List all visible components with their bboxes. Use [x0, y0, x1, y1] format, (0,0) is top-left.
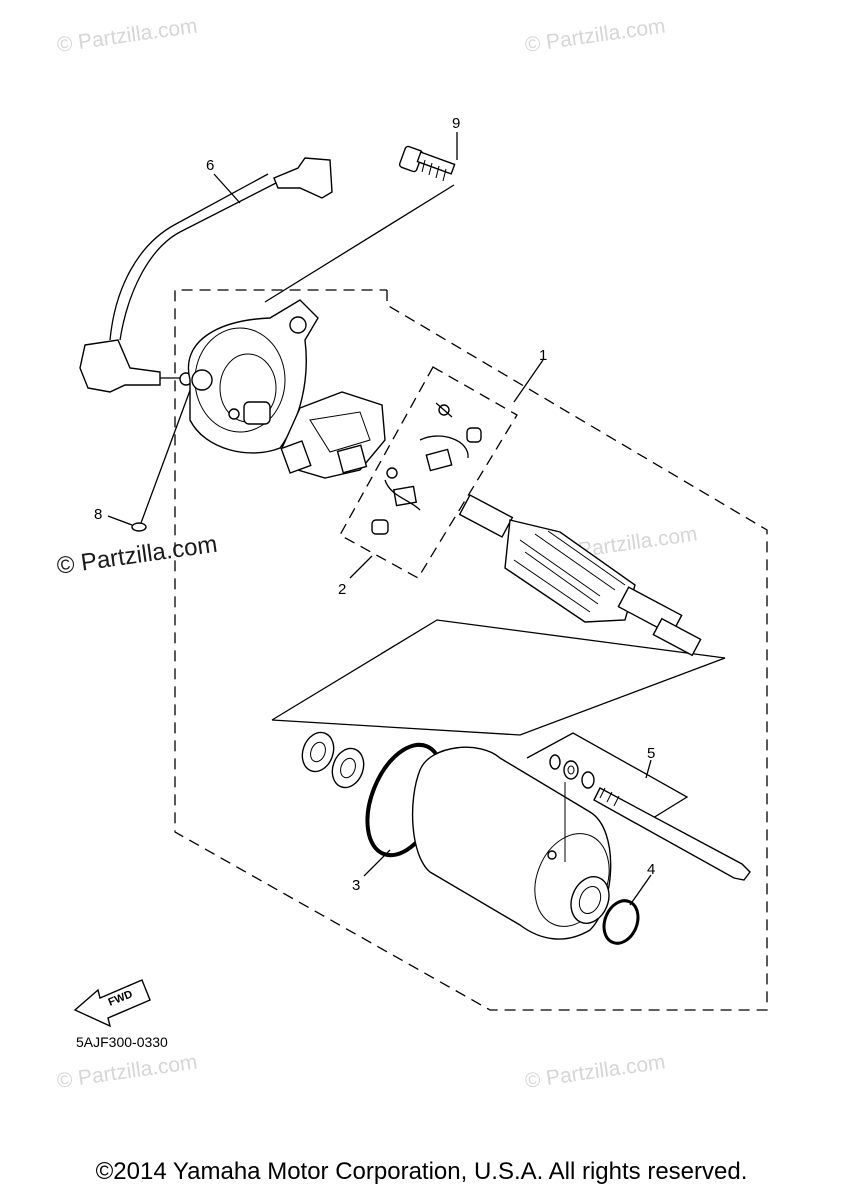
callout-4: 4: [647, 861, 655, 878]
watermark: © Partzilla.com: [55, 1050, 198, 1092]
o-ring-part-8: [131, 522, 147, 532]
callout-2: 2: [338, 581, 346, 598]
motor-yoke: [411, 746, 612, 940]
fwd-arrow-icon: FWD: [73, 979, 151, 1028]
callout-9: 9: [452, 115, 460, 132]
watermark: © Partzilla.com: [523, 14, 666, 56]
watermark-dark: © Partzilla.com: [55, 531, 219, 580]
brush-set-part-2: [371, 402, 482, 535]
callout-numbers: 9 6 1 8 2 5 4 3: [94, 115, 655, 894]
brush-holder-plate: [280, 391, 386, 479]
watermark: © Partzilla.com: [523, 1050, 666, 1092]
callout-3: 3: [352, 877, 360, 894]
callout-8: 8: [94, 506, 102, 523]
callout-5: 5: [647, 745, 655, 762]
lead-wire-part-6: [79, 157, 333, 393]
thrust-washers: [301, 731, 365, 789]
copyright-notice: ©2014 Yamaha Motor Corporation, U.S.A. A…: [95, 1158, 748, 1185]
bolt-part-9: [398, 145, 456, 182]
armature: [458, 494, 702, 657]
through-bolt-part-5: [549, 754, 751, 881]
callout-6: 6: [206, 157, 214, 174]
watermark: © Partzilla.com: [55, 14, 198, 56]
brush-subassembly-outline: [339, 366, 518, 579]
end-cover: [187, 299, 319, 454]
callout-1: 1: [539, 347, 547, 364]
o-ring-part-4: [602, 899, 640, 945]
diagram-code: 5AJF300-0330: [76, 1034, 168, 1050]
